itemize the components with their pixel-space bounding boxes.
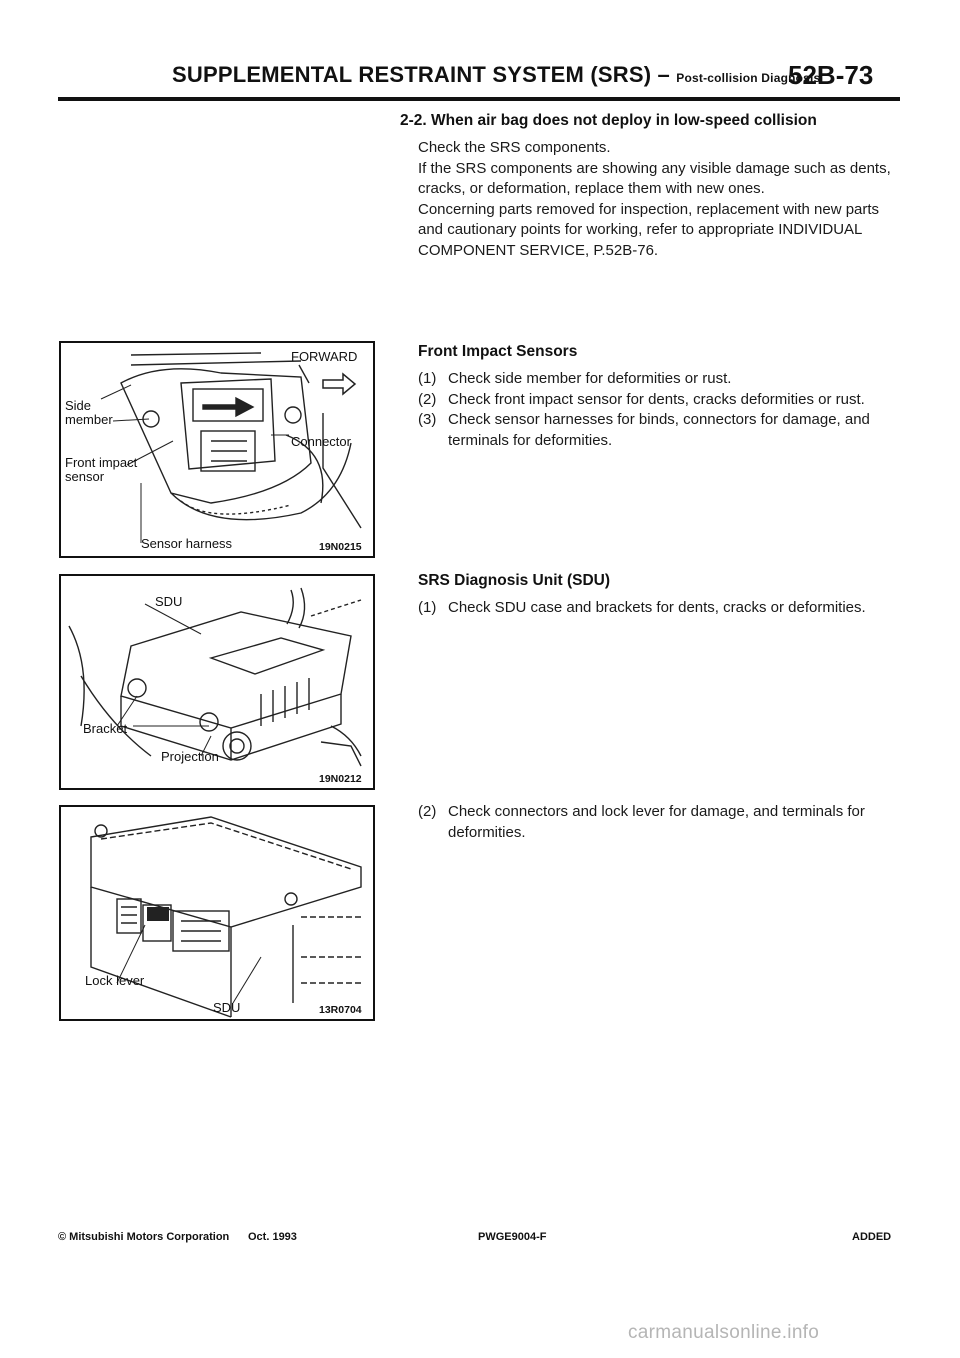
header-subtitle: Post-collision Diagnosis bbox=[676, 71, 821, 85]
figure-label-sensor-harness: Sensor harness bbox=[141, 536, 233, 551]
figure-sdu-bracket: SDU Bracket Projection 19N0212 bbox=[59, 574, 375, 790]
figure-label-sdu: SDU bbox=[155, 594, 183, 609]
figure-code: 19N0212 bbox=[319, 773, 362, 785]
list-item: (3) Check sensor harnesses for binds, co… bbox=[418, 410, 900, 451]
figure-label-projection: Projection bbox=[161, 749, 219, 764]
list-item-text: Check sensor harnesses for binds, connec… bbox=[448, 411, 870, 449]
footer-date: Oct. 1993 bbox=[248, 1231, 297, 1243]
list-item-text: Check front impact sensor for dents, cra… bbox=[448, 390, 865, 408]
list-item: (1) Check side member for deformities or… bbox=[418, 369, 900, 390]
list-item-number: (2) bbox=[418, 803, 437, 820]
list-item-text: Check connectors and lock lever for dama… bbox=[448, 803, 865, 841]
header-divider bbox=[58, 97, 900, 101]
figure-label-lock-lever: Lock lever bbox=[85, 973, 145, 988]
front-impact-heading: Front Impact Sensors bbox=[418, 343, 578, 360]
header-title-text: SUPPLEMENTAL RESTRAINT SYSTEM (SRS) – bbox=[172, 62, 670, 87]
figure-lock-lever: Lock lever SDU 13R0704 bbox=[59, 805, 375, 1021]
figure-label-side-member: Side member bbox=[65, 398, 113, 427]
list-item-number: (2) bbox=[418, 390, 437, 408]
figure-code: 13R0704 bbox=[319, 1004, 362, 1016]
list-item: (1) Check SDU case and brackets for dent… bbox=[418, 598, 900, 619]
sdu-bracket-illustration bbox=[68, 587, 362, 767]
list-item-number: (1) bbox=[418, 599, 437, 616]
front-impact-list: (1) Check side member for deformities or… bbox=[418, 369, 900, 451]
figure-front-impact-sensor: FORWARD Side member Connector Front impa… bbox=[59, 341, 375, 558]
figure-label-bracket: Bracket bbox=[83, 721, 128, 736]
sdu-list: (1) Check SDU case and brackets for dent… bbox=[418, 598, 900, 619]
list-item: (2) Check connectors and lock lever for … bbox=[418, 802, 900, 843]
watermark: carmanualsonline.info bbox=[628, 1322, 820, 1343]
figure-label-front-impact-sensor: Front impact sensor bbox=[65, 455, 138, 484]
list-item: (2) Check front impact sensor for dents,… bbox=[418, 390, 900, 411]
section-paragraph: Check the SRS components. bbox=[418, 139, 611, 156]
list-item-number: (3) bbox=[418, 411, 437, 428]
figure-code: 19N0215 bbox=[319, 541, 362, 553]
sdu-section: SRS Diagnosis Unit (SDU) (1) Check SDU c… bbox=[418, 572, 900, 619]
figure-label-forward: FORWARD bbox=[291, 349, 358, 364]
section-paragraph: If the SRS components are showing any vi… bbox=[418, 159, 891, 198]
page-header-title: SUPPLEMENTAL RESTRAINT SYSTEM (SRS) – Po… bbox=[172, 62, 820, 88]
page-number: 52B-73 bbox=[788, 60, 874, 90]
lock-lever-illustration bbox=[90, 816, 362, 1018]
section-paragraph: Concerning parts removed for inspection,… bbox=[418, 200, 880, 259]
footer-copyright: © Mitsubishi Motors Corporation bbox=[58, 1231, 230, 1243]
list-item-text: Check side member for deformities or rus… bbox=[448, 370, 732, 387]
figure-label-connector: Connector bbox=[291, 434, 351, 449]
sdu-list-continued: (2) Check connectors and lock lever for … bbox=[418, 802, 900, 843]
section-heading: 2-2. When air bag does not deploy in low… bbox=[400, 112, 817, 129]
front-impact-section: Front Impact Sensors (1) Check side memb… bbox=[418, 343, 900, 451]
list-item-number: (1) bbox=[418, 370, 437, 387]
section-2-2: 2-2. When air bag does not deploy in low… bbox=[400, 112, 900, 261]
front-impact-sensor-illustration bbox=[100, 352, 362, 543]
footer-status: ADDED bbox=[852, 1231, 892, 1243]
list-item-text: Check SDU case and brackets for dents, c… bbox=[448, 599, 866, 616]
sdu-heading: SRS Diagnosis Unit (SDU) bbox=[418, 572, 611, 589]
figure-label-sdu: SDU bbox=[213, 1000, 241, 1015]
section-body: Check the SRS components. If the SRS com… bbox=[400, 138, 900, 261]
footer-doc-code: PWGE9004-F bbox=[478, 1231, 547, 1243]
